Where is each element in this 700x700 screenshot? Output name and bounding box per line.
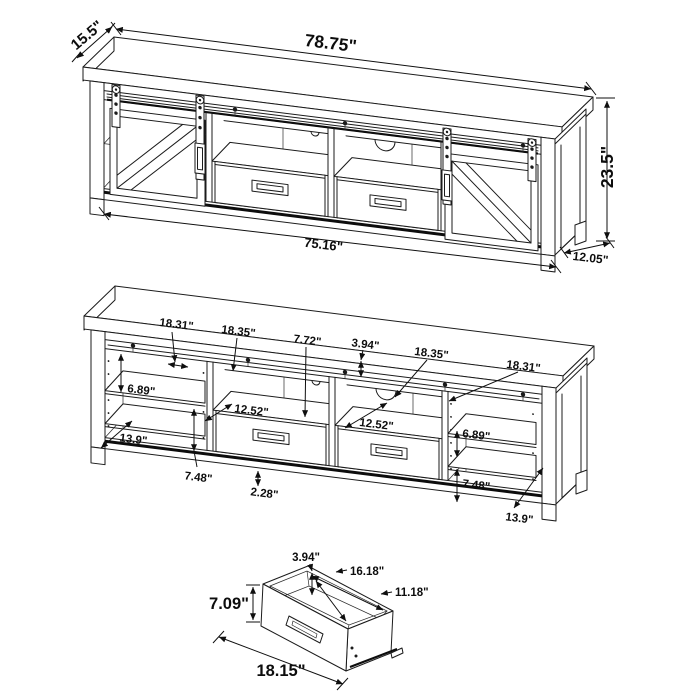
dim-base-height-label: 2.28"	[250, 486, 279, 501]
dim-right-opening-width-label: 18.35"	[414, 346, 449, 362]
dim-left-upper-height-label: 6.89"	[127, 383, 156, 398]
rail-bolts	[232, 107, 526, 153]
open-console-side	[555, 357, 588, 505]
dim-drawer-inner-depth-label: 11.18"	[395, 587, 429, 599]
dim-drawer-inner-height-label: 3.94"	[292, 552, 320, 564]
dim-drawer-inner-width-label: 16.18"	[350, 566, 384, 578]
back-right-leg	[575, 469, 588, 495]
dim-left-opening-width-label: 18.35"	[221, 324, 256, 340]
dim-right-shelf-width-label: 18.31"	[506, 359, 541, 375]
dim-left-lower-height-label: 7.48"	[184, 470, 213, 485]
open-console-front	[83, 315, 564, 522]
dim-right-lower-height-label: 7.48"	[462, 478, 491, 493]
cable-notch	[374, 138, 396, 152]
dim-right-shelf-depth-label: 13.9"	[505, 511, 534, 526]
dim-left-shelf-depth-label: 13.9"	[119, 432, 148, 447]
dim-right-upper-height-label: 6.89"	[462, 428, 491, 443]
dim-left-drawer-depth-label: 12.52"	[234, 403, 269, 419]
cable-notch-small	[310, 130, 320, 137]
barn-door-left	[109, 84, 206, 207]
back-right-leg	[574, 220, 587, 246]
rail-bolts	[130, 343, 526, 401]
dim-left-shelf-width-label: 18.31"	[159, 317, 194, 333]
open-compartment-right	[334, 384, 443, 480]
barn-door-rail	[106, 93, 539, 152]
closed-view-dimensions: 15.5" 78.75" 23.5" 75.16" 12.05"	[68, 17, 617, 274]
dim-side-height-label: 23.5"	[597, 146, 617, 188]
left-shelf-section	[104, 370, 206, 440]
drawer-slide-rail	[349, 647, 398, 669]
dim-right-drawer-depth-label: 12.52"	[359, 417, 394, 433]
open-compartment-left	[212, 369, 330, 466]
dim-apron-height-label: 3.94"	[351, 337, 380, 352]
drawer-view: 3.94" 16.18" 11.18" 7.09" 18.15"	[209, 552, 429, 691]
open-console-view: 18.31" 18.35" 7.72" 3.94" 18.35" 18.31" …	[83, 285, 595, 527]
dim-drawer-front-width-label: 18.15"	[256, 662, 305, 680]
dim-drawer-front-height-label: 7.09"	[209, 595, 249, 613]
open-compartment-left	[211, 120, 329, 217]
dim-bottom-depth-label: 12.05"	[572, 249, 609, 267]
drawer-dimensions: 3.94" 16.18" 11.18" 7.09" 18.15"	[209, 552, 429, 691]
open-view-dimensions: 18.31" 18.35" 7.72" 3.94" 18.35" 18.31" …	[100, 317, 544, 527]
dim-center-width-label: 7.72"	[293, 333, 322, 348]
front-left-leg	[89, 197, 105, 217]
closed-console-view: 15.5" 78.75" 23.5" 75.16" 12.05"	[68, 17, 617, 274]
dim-bottom-width-label: 75.16"	[303, 235, 343, 255]
